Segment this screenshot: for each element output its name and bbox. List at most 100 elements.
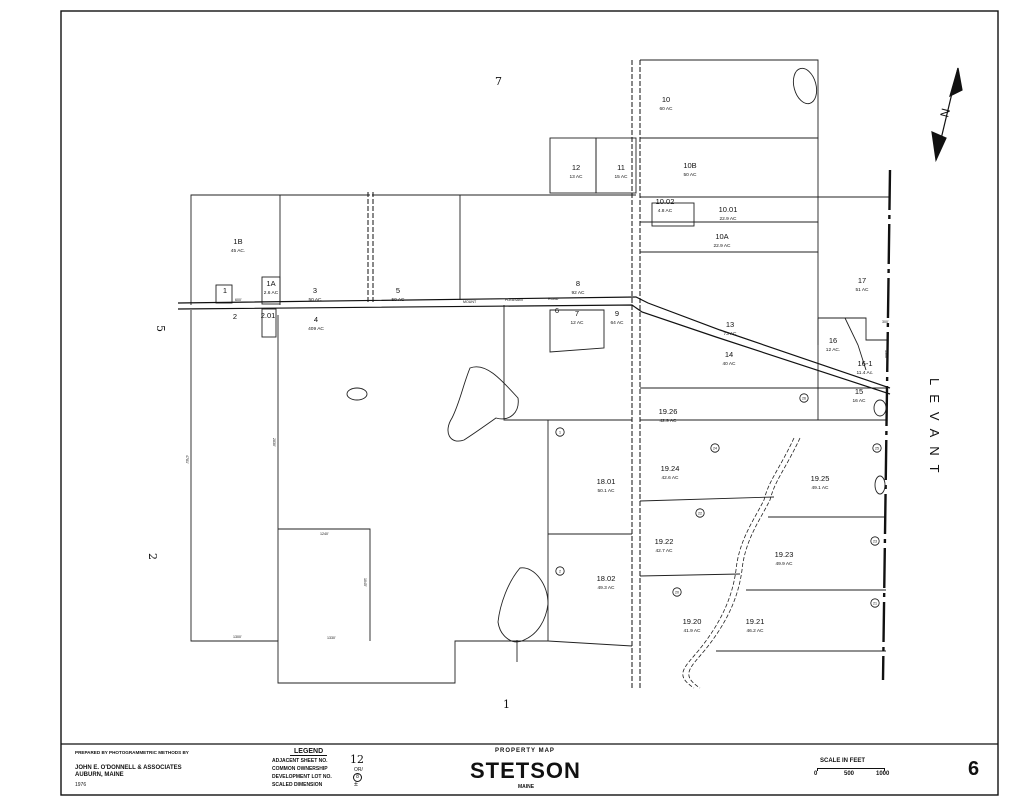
lot-number: 7 xyxy=(575,309,579,318)
parcel-lines xyxy=(190,59,890,684)
lot-area: 92 AC xyxy=(571,290,585,296)
lot-number: 1B xyxy=(233,237,242,246)
state-name: MAINE xyxy=(518,784,535,790)
lot-number: 1 xyxy=(223,286,227,295)
lot-area: 50 AC xyxy=(683,172,697,178)
scale-tick-label: 500 xyxy=(844,771,855,777)
development-lot-number: 24 xyxy=(713,447,717,451)
scaled-dimension: 1045' xyxy=(363,578,367,587)
pond xyxy=(792,67,818,105)
lot-area: 13 AC xyxy=(569,174,583,180)
legend-item-label: SCALED DIMENSION xyxy=(272,782,323,788)
scaled-dimension: 600' xyxy=(235,298,242,302)
lot-number: 10A xyxy=(715,232,728,241)
lot-area: 4.8 AC xyxy=(658,208,673,214)
lot-area: 16 AC xyxy=(852,398,866,404)
lot-area: 42.6 AC xyxy=(661,475,679,481)
mount-pleasant-road xyxy=(177,296,891,395)
development-lot-marker xyxy=(870,536,880,546)
lot-number: 19.20 xyxy=(683,617,702,626)
legend-symbol-devlot: 8 xyxy=(353,773,362,782)
lot-number: 14 xyxy=(725,350,733,359)
map-year: 1976 xyxy=(75,782,87,788)
lot-area: 49.9 AC xyxy=(775,561,793,567)
lot-area: 50 AC xyxy=(308,297,322,303)
lot-number: 1A xyxy=(266,279,275,288)
adjacent-sheet-west: 5 xyxy=(154,325,167,332)
lot-area: 15 AC xyxy=(614,174,628,180)
lot-number: 18.02 xyxy=(597,574,616,583)
lot-area: 50.1 AC xyxy=(597,488,615,494)
legend-title: LEGEND xyxy=(290,748,328,756)
lot-area: 40 AC xyxy=(722,361,736,367)
lot-area: 46.2 AC xyxy=(746,628,764,634)
road-label-road: ROAD xyxy=(548,297,559,301)
scaled-dimension: 2830' xyxy=(272,438,276,447)
ponds xyxy=(346,67,887,662)
development-lot-marker xyxy=(695,508,705,518)
svg-text:N: N xyxy=(937,107,953,119)
lot-number: 10 xyxy=(662,95,670,104)
lot-number: 18.01 xyxy=(597,477,616,486)
lot-area: 50 AC xyxy=(391,297,405,303)
adjacent-sheet-south: 1 xyxy=(503,698,510,711)
lot-area: 73 AC xyxy=(723,331,737,337)
development-lot-number: 25 xyxy=(875,447,879,451)
north-arrow-icon: N xyxy=(931,67,963,163)
lot-number: 2 xyxy=(233,312,237,321)
firm-name: JOHN E. O'DONNELL & ASSOCIATES xyxy=(75,765,182,771)
lot-area: 42.7 AC xyxy=(655,548,673,554)
legend-item-label: COMMON OWNERSHIP xyxy=(272,766,328,772)
lot-area: 60 AC xyxy=(659,106,673,112)
lot-area: 42.9 AC xyxy=(659,418,677,424)
lot-number: 15 xyxy=(855,387,863,396)
sheet-number: 6 xyxy=(968,758,980,780)
north-south-road xyxy=(367,60,641,690)
lot-area: 12 AC xyxy=(570,320,584,326)
development-lot-marker xyxy=(555,427,565,437)
stream xyxy=(682,437,801,689)
adjacent-sheet-southwest: 2 xyxy=(146,553,159,560)
scale-bar xyxy=(817,768,885,771)
pond xyxy=(447,366,519,442)
development-lot-marker xyxy=(672,587,682,597)
scaled-dimension: 300' xyxy=(882,320,889,324)
lot-area: 41.9 AC xyxy=(683,628,701,634)
development-lot-marker xyxy=(710,443,720,453)
development-lot-marker xyxy=(872,443,882,453)
levant-town-line xyxy=(881,169,892,681)
lot-number: 5 xyxy=(396,286,400,295)
scale-tick-label: 0 xyxy=(814,771,818,777)
development-lot-number: 26 xyxy=(802,397,806,401)
levant-label: LEVANT xyxy=(927,378,942,482)
lot-number: 4 xyxy=(314,315,318,324)
lot-number: 10.01 xyxy=(719,205,738,214)
lot-number: 19.24 xyxy=(661,464,680,473)
scaled-dimension: 1300' xyxy=(233,635,242,639)
development-lot-number: 22 xyxy=(698,512,702,516)
development-lot-number: 2 xyxy=(559,570,561,574)
scaled-dimension: 1300' xyxy=(884,350,888,359)
preparer-note: PREPARED BY PHOTOGRAMMETRIC METHODS BY xyxy=(75,750,189,755)
lot-number: 19.23 xyxy=(775,550,794,559)
adjacent-sheet-north: 7 xyxy=(495,75,502,88)
development-lot-number: 23 xyxy=(873,540,877,544)
lot-number: 19.26 xyxy=(659,407,678,416)
pond xyxy=(874,475,886,495)
scale-title: SCALE IN FEET xyxy=(820,758,866,764)
lot-area: 2.6 AC xyxy=(264,290,279,296)
map-type: PROPERTY MAP xyxy=(495,748,555,754)
lot-number: 16 xyxy=(829,336,837,345)
lot-area: 12 AC. xyxy=(826,347,840,353)
lot-number: 9 xyxy=(615,309,619,318)
pond xyxy=(346,387,368,401)
lot-number: 10.02 xyxy=(656,197,675,206)
legend-item-label: ADJACENT SHEET NO. xyxy=(272,758,328,764)
dimension-labels: 1240'1300'1330'600'300'4781'2830'1045'13… xyxy=(185,298,889,640)
lot-number: 8 xyxy=(576,279,580,288)
scale-tick-label: 1000 xyxy=(876,771,890,777)
scaled-dimension: 1240' xyxy=(320,532,329,536)
